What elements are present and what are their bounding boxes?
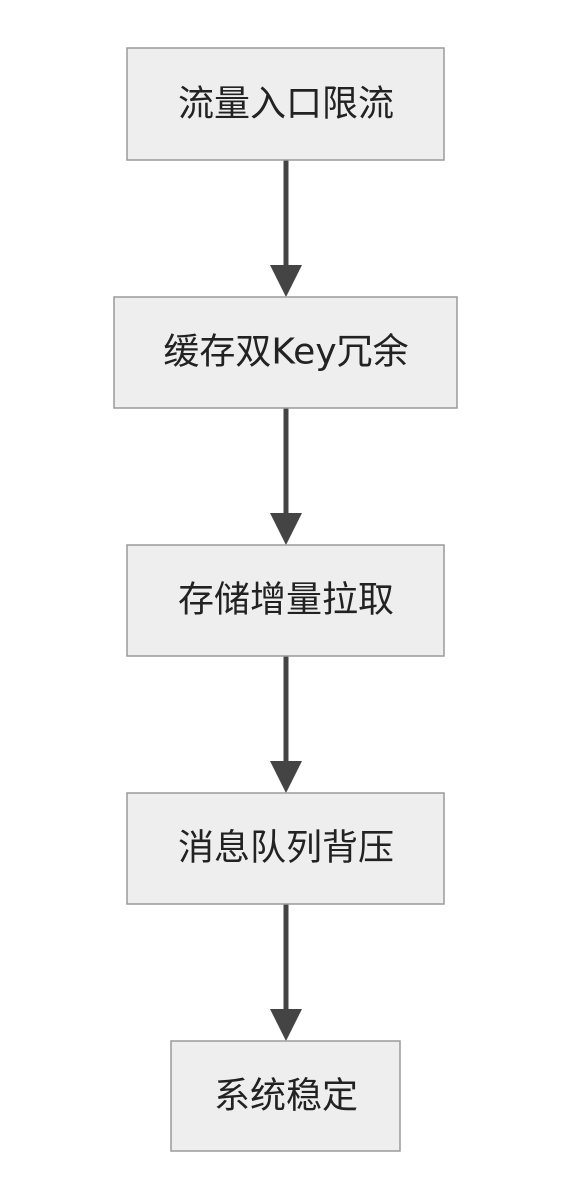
edge-n1-n2 <box>270 160 302 297</box>
node-label: 存储增量拉取 <box>178 580 394 621</box>
flow-node-system-stable: 系统稳定 <box>170 1040 401 1152</box>
node-label: 流量入口限流 <box>178 84 394 125</box>
arrowhead-icon <box>270 761 302 793</box>
node-box <box>113 296 458 409</box>
edge-n4-n5 <box>270 904 302 1041</box>
node-label: 系统稳定 <box>214 1076 358 1117</box>
node-box <box>126 544 445 657</box>
arrowhead-icon <box>270 513 302 545</box>
flow-node-storage-incremental-pull: 存储增量拉取 <box>126 544 445 657</box>
arrowhead-icon <box>270 265 302 297</box>
node-label: 缓存双Key冗余 <box>163 332 408 373</box>
flow-node-mq-backpressure: 消息队列背压 <box>126 792 445 905</box>
node-label: 消息队列背压 <box>178 828 394 869</box>
flow-node-traffic-entry-rate-limit: 流量入口限流 <box>126 47 445 161</box>
node-box <box>170 1040 401 1152</box>
flow-node-cache-dual-key: 缓存双Key冗余 <box>113 296 458 409</box>
edge-n2-n3 <box>270 408 302 545</box>
edge-n3-n4 <box>270 656 302 793</box>
node-box <box>126 47 445 161</box>
arrowhead-icon <box>270 1009 302 1041</box>
node-box <box>126 792 445 905</box>
